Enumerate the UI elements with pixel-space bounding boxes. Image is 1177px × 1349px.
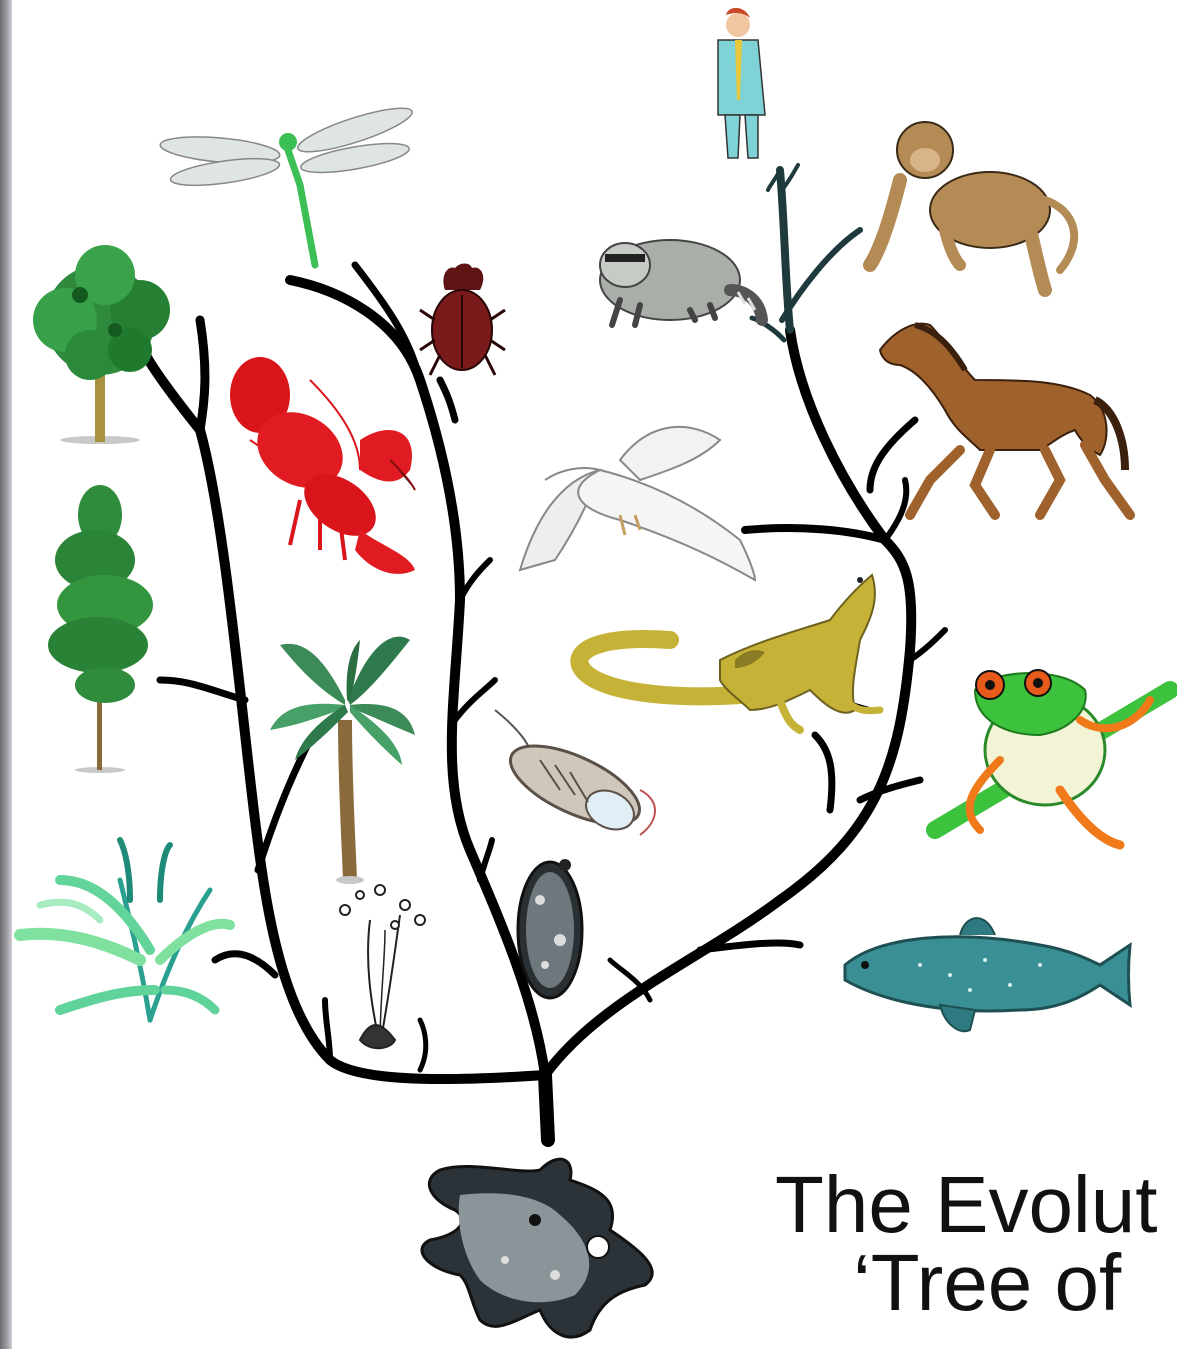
- dragonfly-icon: [159, 100, 416, 265]
- conifer-tree-icon: [48, 485, 153, 773]
- diagram-title: The Evolut ‘Tree of: [775, 1160, 1177, 1349]
- plant-sprig-icon: [20, 840, 230, 1020]
- raccoon-icon: [600, 240, 762, 325]
- lizard-icon: [579, 575, 880, 730]
- bird-icon: [520, 427, 755, 580]
- amoeba-icon: [422, 1159, 652, 1337]
- frog-icon: [935, 670, 1170, 845]
- title-line-1: The Evolut: [775, 1160, 1157, 1250]
- protist-icon: [518, 859, 582, 998]
- trunk: [545, 1075, 548, 1140]
- fish-icon: [845, 918, 1130, 1031]
- monkey-icon: [870, 122, 1074, 290]
- human-icon: [718, 8, 765, 158]
- trilobite-icon: [495, 710, 655, 840]
- deciduous-tree-icon: [33, 245, 170, 444]
- fungus-icon: [340, 885, 425, 1048]
- title-line-2: ‘Tree of: [853, 1238, 1121, 1328]
- lobster-icon: [230, 357, 415, 574]
- palm-tree-icon: [270, 637, 415, 884]
- beetle-icon: [420, 264, 505, 376]
